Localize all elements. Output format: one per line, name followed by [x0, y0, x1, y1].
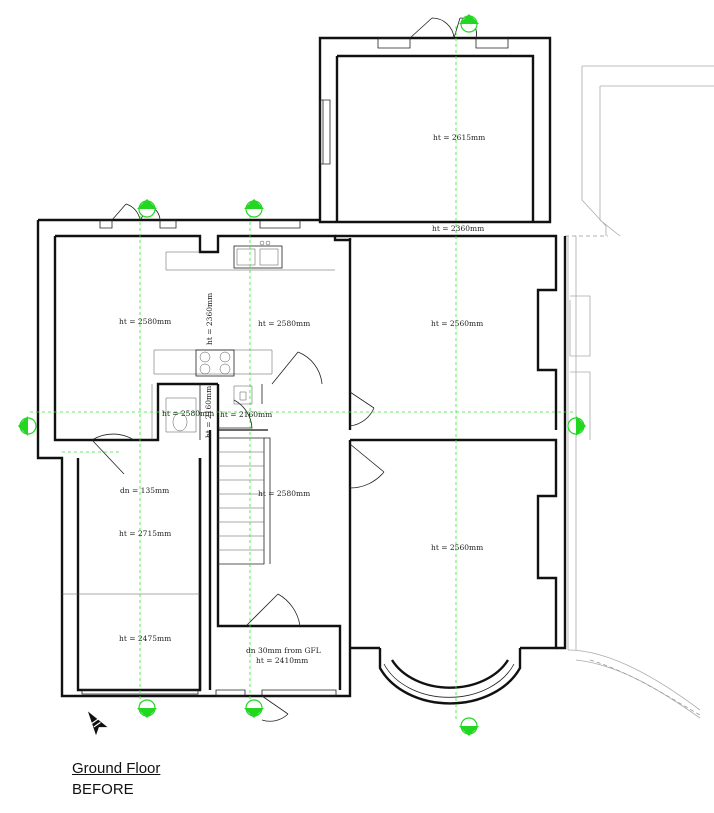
label-hall: ht = 2580mm — [258, 489, 310, 498]
section-marker-icon — [244, 199, 264, 218]
label-garage-step: dn = 135mm — [120, 486, 169, 495]
drawing-subtitle: BEFORE — [72, 781, 134, 798]
label-wc-left: ht = 2580mm — [162, 409, 214, 418]
section-marker-icon — [137, 699, 157, 718]
section-marker-icon — [459, 717, 479, 736]
door-swings — [91, 17, 477, 722]
windows — [81, 37, 509, 697]
label-porch: ht = 2410mm — [256, 656, 308, 665]
label-center-right-room: ht = 2560mm — [431, 319, 483, 328]
section-marker-icon — [567, 416, 586, 436]
label-kitchen: ht = 2580mm — [258, 319, 310, 328]
label-garage-lower: ht = 2475mm — [119, 634, 171, 643]
drawing-title: Ground Floor — [72, 760, 161, 777]
section-marker-icon — [459, 14, 479, 33]
label-kitchen-vertical: ht = 2360mm — [205, 293, 214, 345]
staircase — [218, 437, 271, 565]
section-marker-icon — [137, 199, 157, 218]
north-arrow-icon — [87, 711, 108, 736]
external-walls — [36, 36, 567, 698]
label-garage-upper: ht = 2715mm — [119, 529, 171, 538]
label-left-room: ht = 2580mm — [119, 317, 171, 326]
section-marker-icon — [18, 416, 37, 436]
label-front-room: ht = 2560mm — [431, 543, 483, 552]
label-porch-step: dn 30mm from GFL — [246, 646, 321, 655]
label-rear-room: ht = 2615mm — [433, 133, 485, 142]
room-labels: ht = 2615mm ht = 2360mm ht = 2580mm ht =… — [119, 133, 485, 665]
bay-window — [378, 648, 522, 705]
label-wc-vertical: ht = 2160mm — [204, 386, 213, 438]
neighbour-outline — [565, 65, 714, 719]
label-wc-right: ht = 2160mm — [220, 410, 272, 419]
label-rear-bay-beam: ht = 2360mm — [432, 224, 484, 233]
section-markers — [18, 14, 586, 736]
section-marker-icon — [244, 699, 264, 718]
kitchen-fittings — [153, 240, 335, 433]
section-guides — [30, 26, 576, 722]
